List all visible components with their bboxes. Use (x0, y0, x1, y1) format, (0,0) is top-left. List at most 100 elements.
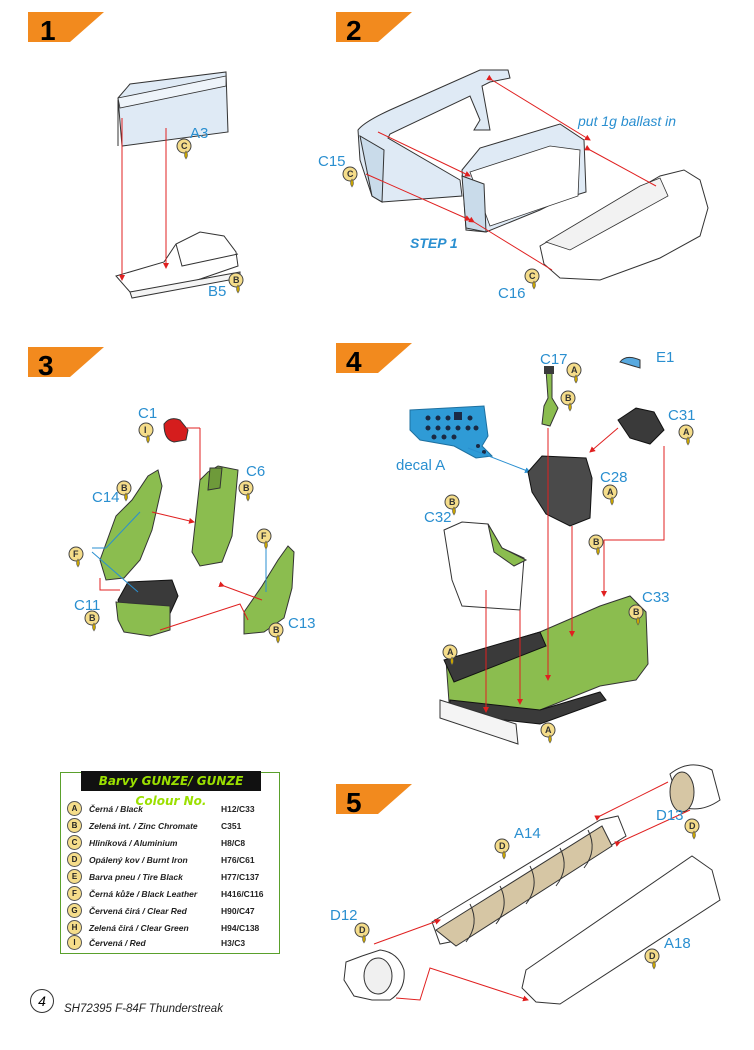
colour-code: H94/C138 (221, 923, 260, 933)
badge-letter: A (545, 725, 552, 735)
badge-letter: B (633, 607, 640, 617)
colour-row: D Opálený kov / Burnt Iron H76/C61 (65, 852, 275, 868)
step-5-number: 5 (346, 787, 362, 818)
step-3-diagram (91, 418, 295, 637)
decal-a-label: decal A (396, 457, 445, 474)
colour-row: A Černá / Black H12/C33 (65, 801, 275, 817)
colour-code: H12/C33 (221, 804, 255, 814)
colour-row: I Červená / Red H3/C3 (65, 935, 275, 951)
step-1-diagram (115, 71, 241, 299)
colour-name: Opálený kov / Burnt Iron (89, 855, 188, 865)
colour-name: Červená / Red (89, 938, 146, 948)
badge-letter: D (649, 951, 656, 961)
badge-letter: B (121, 483, 128, 493)
colour-row: F Černá kůže / Black Leather H416/C116 (65, 886, 275, 902)
part-c6-label: C6 (246, 463, 265, 480)
badge-letter: B (565, 393, 572, 403)
badge-letter: B (449, 497, 456, 507)
paint-key-badge: D (67, 852, 82, 867)
step-4-number: 4 (346, 346, 362, 377)
step-1-number: 1 (40, 15, 56, 46)
part-e1-label: E1 (656, 349, 674, 366)
step-1-banner: 1 (28, 12, 104, 46)
colour-row: C Hliníková / Aluminium H8/C8 (65, 835, 275, 851)
badge-letter: A (447, 647, 454, 657)
badge-letter: C (181, 141, 188, 151)
badge-letter: B (243, 483, 250, 493)
badge-letter: D (359, 925, 366, 935)
paint-key-badge: I (67, 935, 82, 950)
part-a18-label: A18 (664, 935, 691, 952)
colour-name: Červená čirá / Clear Red (89, 906, 187, 916)
colour-code: H8/C8 (221, 838, 246, 848)
colour-row: H Zelená čirá / Clear Green H94/C138 (65, 920, 275, 936)
badge-letter: D (499, 841, 506, 851)
paint-key-badge: F (67, 886, 82, 901)
paint-key-badge: E (67, 869, 82, 884)
colour-code: C351 (221, 821, 242, 831)
badge-letter: F (261, 531, 267, 541)
step-4-banner: 4 (336, 343, 412, 377)
colour-row: B Zelená int. / Zinc Chromate C351 (65, 818, 275, 834)
badge-letter: A (683, 427, 690, 437)
colour-name: Barva pneu / Tire Black (89, 872, 183, 882)
paint-key-badge: C (67, 835, 82, 850)
step-5-diagram (343, 764, 721, 1005)
part-c16-label: C16 (498, 285, 526, 302)
part-c33-label: C33 (642, 589, 670, 606)
badge-letter: B (593, 537, 600, 547)
part-c31-label: C31 (668, 407, 696, 424)
paint-key-badge: H (67, 920, 82, 935)
colour-code: H76/C61 (221, 855, 255, 865)
colour-code: H90/C47 (221, 906, 255, 916)
part-d13-label: D13 (656, 807, 684, 824)
part-c28-label: C28 (600, 469, 628, 486)
colour-name: Černá / Black (89, 804, 143, 814)
step-2-number: 2 (346, 15, 362, 46)
part-c32-label: C32 (424, 509, 452, 526)
part-c17-label: C17 (540, 351, 568, 368)
paint-key-badge: G (67, 903, 82, 918)
colour-name: Hliníková / Aluminium (89, 838, 178, 848)
page-number: 4 (30, 989, 54, 1013)
colour-name: Černá kůže / Black Leather (89, 889, 198, 899)
step-3-number: 3 (38, 350, 54, 381)
colour-table-title: Barvy GUNZE/ GUNZE Colour No. (81, 771, 261, 808)
step-5-banner: 5 (336, 784, 412, 818)
part-c11-label: C11 (74, 597, 100, 614)
step-2-diagram (357, 69, 709, 281)
part-d12-label: D12 (330, 907, 358, 924)
paint-key-badge: B (67, 818, 82, 833)
step-2-banner: 2 (336, 12, 412, 46)
part-c13-label: C13 (288, 615, 316, 632)
paint-key-badge: A (67, 801, 82, 816)
colour-code: H77/C137 (221, 872, 260, 882)
badge-letter: B (273, 625, 280, 635)
part-a14-label: A14 (514, 825, 541, 842)
badge-letter: B (233, 275, 240, 285)
colour-table: Barvy GUNZE/ GUNZE Colour No. A Černá / … (60, 771, 280, 954)
badge-letter: C (529, 271, 536, 281)
badge-letter: F (73, 549, 79, 559)
badge-letter: I (144, 425, 147, 435)
colour-code: H3/C3 (221, 938, 246, 948)
part-a3-label: A3 (190, 125, 208, 142)
badge-letter: D (689, 821, 696, 831)
step-4-diagram (409, 356, 665, 745)
badge-letter: A (571, 365, 578, 375)
footer-title: SH72395 F-84F Thunderstreak (64, 1003, 223, 1015)
step-3-banner: 3 (28, 347, 104, 381)
colour-code: H416/C116 (221, 889, 264, 899)
badge-letter: C (347, 169, 354, 179)
colour-row: G Červená čirá / Clear Red H90/C47 (65, 903, 275, 919)
part-b5-label: B5 (208, 283, 226, 300)
step-1-reference: STEP 1 (410, 235, 458, 251)
badge-letter: B (89, 613, 96, 623)
badge-letter: A (607, 487, 614, 497)
part-c14-label: C14 (92, 489, 120, 506)
colour-name: Zelená čirá / Clear Green (89, 923, 189, 933)
part-c1-label: C1 (138, 405, 157, 422)
ballast-note: put 1g ballast in (577, 113, 676, 129)
colour-row: E Barva pneu / Tire Black H77/C137 (65, 869, 275, 885)
